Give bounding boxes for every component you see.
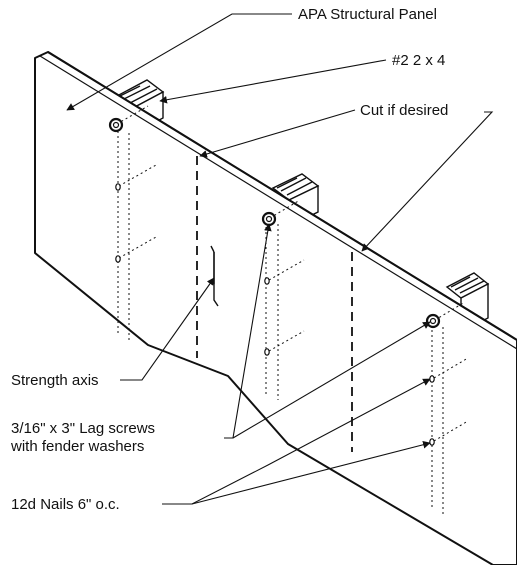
label-lag-screws-line2: with fender washers bbox=[10, 438, 144, 455]
stud-center-lines bbox=[117, 126, 444, 516]
label-nails: 12d Nails 6" o.c. bbox=[11, 496, 120, 513]
panel-top-edge bbox=[47, 51, 517, 341]
lag-screw-3 bbox=[425, 313, 441, 329]
leader-lines bbox=[66, 13, 494, 505]
label-stud: #2 2 x 4 bbox=[392, 52, 445, 69]
structural-panel-face bbox=[34, 51, 517, 565]
lag-screw-2 bbox=[261, 211, 277, 227]
label-lag-screws-line1: 3/16" x 3" Lag screws bbox=[11, 420, 155, 437]
nail-shanks bbox=[116, 105, 469, 442]
label-strength-axis: Strength axis bbox=[11, 372, 99, 389]
cut-lines bbox=[196, 156, 353, 452]
panel-top-edge-inner bbox=[39, 55, 517, 350]
nails bbox=[115, 183, 435, 446]
lag-screw-1 bbox=[108, 117, 124, 133]
label-structural-panel: APA Structural Panel bbox=[298, 6, 437, 23]
label-cut-if-desired: Cut if desired bbox=[360, 102, 448, 119]
